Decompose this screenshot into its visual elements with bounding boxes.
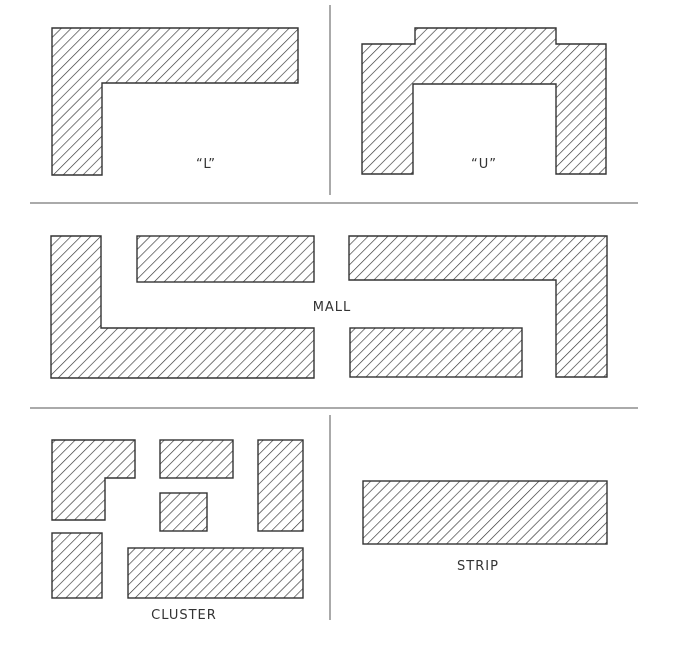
strip-building bbox=[362, 480, 608, 545]
l-shape-label: “L” bbox=[196, 157, 216, 172]
cluster-layout: CLUSTER bbox=[51, 439, 304, 623]
u-shape-building bbox=[361, 27, 607, 175]
u-shape-label: “U” bbox=[471, 157, 497, 172]
mall-layout: MALL bbox=[50, 235, 608, 379]
mall-building-left-l bbox=[50, 235, 315, 379]
l-shape-layout: “L” bbox=[51, 27, 299, 176]
mall-label: MALL bbox=[313, 300, 352, 315]
cluster-building-right bbox=[257, 439, 304, 532]
strip-layout: STRIP bbox=[362, 480, 608, 574]
u-shape-layout: “U” bbox=[361, 27, 607, 175]
cluster-label: CLUSTER bbox=[151, 608, 217, 623]
cluster-building-l bbox=[51, 439, 136, 521]
cluster-building-bottom-left bbox=[51, 532, 103, 599]
mall-building-right-l bbox=[348, 235, 608, 378]
strip-label: STRIP bbox=[457, 559, 499, 574]
cluster-building-bottom-long bbox=[127, 547, 304, 599]
mall-building-bottom-right bbox=[349, 327, 523, 378]
mall-building-top-left bbox=[136, 235, 315, 283]
cluster-building-center bbox=[159, 492, 208, 532]
cluster-building-top-middle bbox=[159, 439, 234, 479]
l-shape-building bbox=[51, 27, 299, 176]
